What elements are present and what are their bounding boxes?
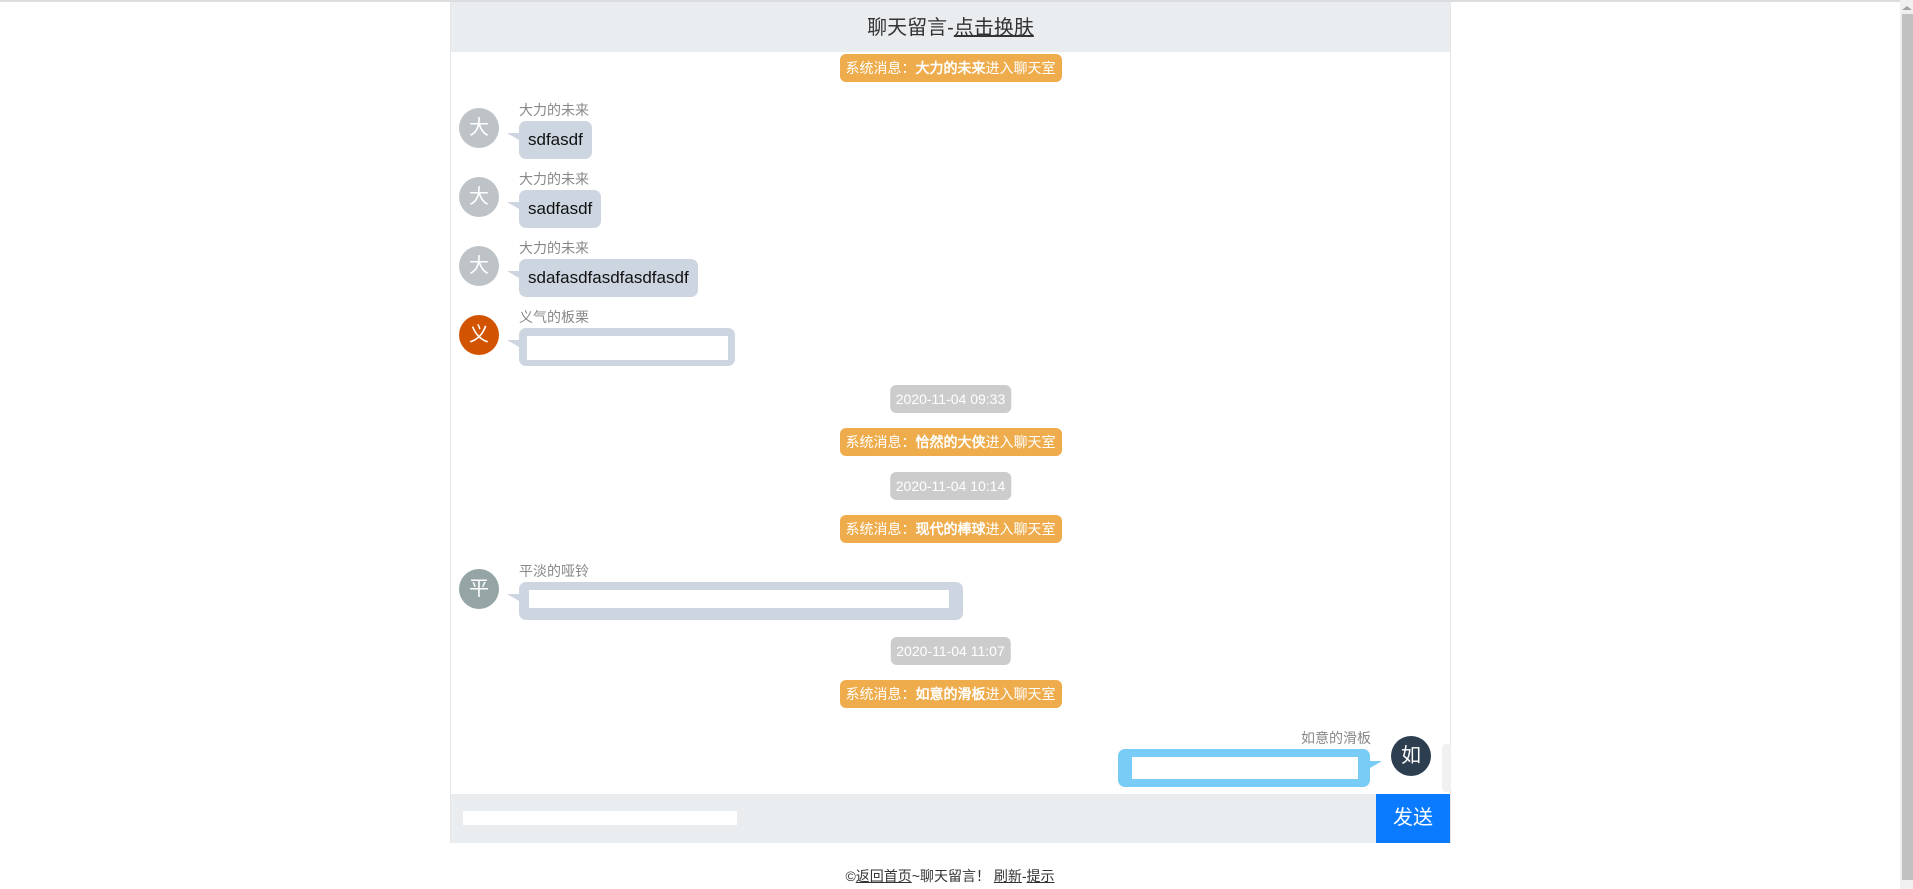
top-border [0, 0, 1900, 2]
avatar[interactable]: 如 [1391, 736, 1431, 776]
scroll-up-arrow-icon[interactable] [1902, 6, 1912, 10]
username: 大力的未来 [519, 171, 589, 187]
chat-message: 大 大力的未来 sadfasdf [451, 171, 1450, 247]
message-bubble [1118, 749, 1382, 787]
username: 如意的滑板 [1301, 730, 1371, 746]
system-message: 系统消息：现代的棒球进入聊天室 [839, 515, 1062, 543]
redacted-content [529, 590, 949, 608]
page-scrollbar[interactable] [1900, 0, 1913, 889]
message-bubble: sdfasdf [507, 121, 592, 159]
message-list[interactable]: 系统消息：大力的未来进入聊天室 大 大力的未来 sdfasdf 大 大力的未来 … [451, 52, 1450, 794]
chat-message-self: 如意的滑板 如 [451, 730, 1450, 794]
footer: ©返回首页~聊天留言！ 刷新-提示 [845, 868, 1055, 884]
chat-message: 大 大力的未来 sdafasdfasdfasdfasdf [451, 240, 1450, 316]
message-bubble: sdafasdfasdfasdfasdf [507, 259, 698, 297]
scrollbar-thumb[interactable] [1902, 14, 1913, 880]
chat-message: 平 平淡的哑铃 [451, 563, 1450, 639]
username: 平淡的哑铃 [519, 563, 589, 579]
avatar[interactable]: 义 [459, 315, 499, 355]
chat-message: 大 大力的未来 sdfasdf [451, 102, 1450, 178]
input-bar [451, 794, 1450, 843]
chat-header: 聊天留言-点击换肤 [451, 2, 1450, 52]
username: 义气的板栗 [519, 309, 589, 325]
avatar[interactable]: 大 [459, 108, 499, 148]
message-bubble [507, 328, 735, 366]
message-bubble [507, 582, 963, 620]
username: 大力的未来 [519, 240, 589, 256]
redacted-content [1132, 757, 1358, 779]
chat-message: 义 义气的板栗 [451, 309, 1450, 385]
system-message: 系统消息：恰然的大侠进入聊天室 [839, 428, 1062, 456]
send-button[interactable]: 发送 [1376, 794, 1450, 843]
page-title: 聊天留言- [867, 17, 954, 39]
redacted-content [527, 336, 728, 360]
message-bubble: sadfasdf [506, 190, 602, 228]
home-link[interactable]: 返回首页 [855, 868, 912, 884]
tip-link[interactable]: 提示 [1026, 868, 1055, 884]
redacted-input-text [463, 811, 737, 825]
chat-container: 聊天留言-点击换肤 系统消息：大力的未来进入聊天室 大 大力的未来 sdfasd… [450, 2, 1451, 843]
timestamp: 2020-11-04 11:07 [890, 637, 1011, 665]
avatar[interactable]: 平 [459, 569, 499, 609]
change-skin-link[interactable]: 点击换肤 [953, 17, 1034, 39]
message-scrollbar[interactable] [1442, 744, 1451, 792]
system-message: 系统消息：如意的滑板进入聊天室 [839, 680, 1062, 708]
timestamp: 2020-11-04 09:33 [889, 385, 1012, 413]
avatar[interactable]: 大 [459, 177, 499, 217]
refresh-link[interactable]: 刷新 [993, 868, 1022, 884]
timestamp: 2020-11-04 10:14 [889, 472, 1012, 500]
system-message: 系统消息：大力的未来进入聊天室 [839, 54, 1062, 82]
avatar[interactable]: 大 [459, 246, 499, 286]
username: 大力的未来 [519, 102, 589, 118]
